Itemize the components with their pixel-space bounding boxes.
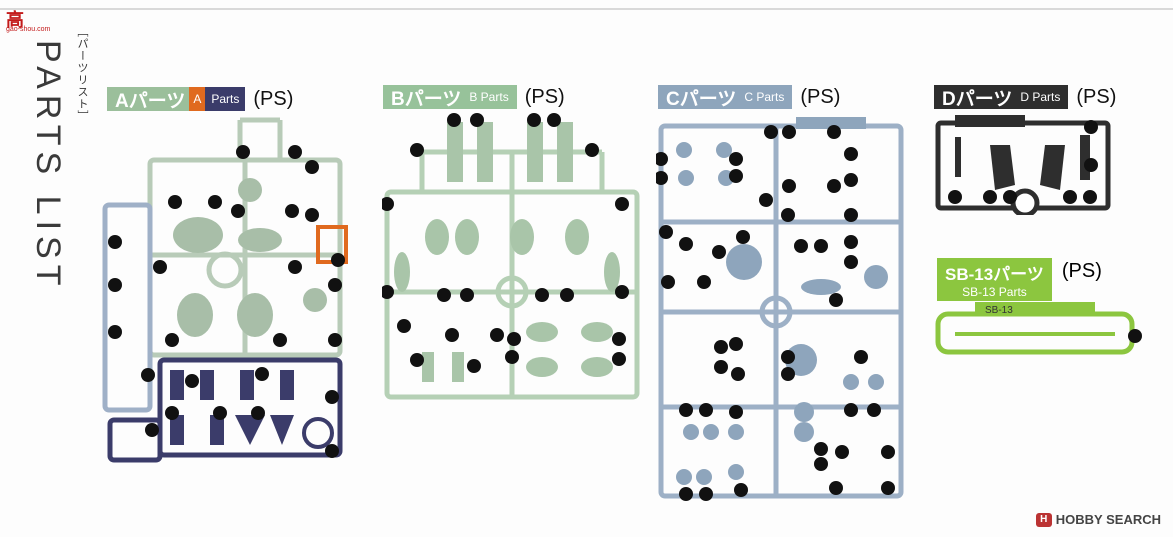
header-c-sub: C Parts	[744, 90, 785, 104]
sprue-d	[935, 115, 1111, 215]
sprue-b	[382, 113, 640, 400]
sprue-d-tag	[955, 115, 1025, 127]
header-d-sub: D Parts	[1020, 90, 1061, 104]
sprue-a	[102, 117, 348, 463]
header-b: Bパーツ B Parts (PS)	[383, 85, 565, 110]
sprue-sb: SB-13	[935, 302, 1142, 355]
header-c-label: Cパーツ	[666, 88, 737, 110]
header-a: Aパーツ A Parts (PS)	[107, 87, 294, 112]
header-sb-ps: (PS)	[1061, 260, 1102, 282]
sprue-sb-tag: SB-13	[985, 305, 1013, 316]
site-logo: 高	[6, 6, 24, 32]
header-c: Cパーツ C Parts (PS)	[658, 85, 841, 110]
header-a-ps: (PS)	[253, 87, 294, 110]
sprue-b-parts	[394, 122, 620, 382]
header-sb-box: SB-13パーツ SB-13 Parts	[937, 258, 1052, 301]
hobby-search-icon: H	[1035, 512, 1052, 527]
sprue-a-left	[102, 202, 153, 413]
footer-text: HOBBY SEARCH	[1055, 512, 1161, 527]
header-a-label: Aパーツ	[107, 87, 190, 112]
header-c-ps: (PS)	[800, 85, 841, 108]
header-a-sub2: Parts	[205, 87, 246, 111]
footer-brand: H HOBBY SEARCH	[1035, 512, 1161, 527]
sprue-sb-number	[1128, 329, 1142, 343]
header-b-box: Bパーツ B Parts	[383, 85, 517, 110]
sprue-a-dark-parts	[170, 370, 334, 449]
sprue-a-dark	[107, 357, 343, 463]
sprue-c-numbers	[656, 125, 895, 501]
header-sb-sub: SB-13 Parts	[962, 285, 1027, 299]
header-a-sub1: A	[189, 87, 206, 111]
header-c-box: Cパーツ C Parts	[658, 85, 793, 110]
header-d-ps: (PS)	[1076, 85, 1117, 108]
page-subtitle: ［パーツリスト］	[76, 26, 88, 122]
logo-text: 高	[6, 10, 24, 30]
sprue-b-numbers	[382, 113, 629, 373]
header-d: Dパーツ D Parts (PS)	[934, 85, 1117, 110]
sprue-c-parts	[676, 142, 888, 485]
sprue-d-parts	[955, 135, 1090, 215]
top-divider	[0, 8, 1173, 10]
sprue-c-tag	[796, 117, 866, 129]
sprue-c	[656, 117, 904, 501]
sprue-a-numbers	[108, 145, 345, 458]
header-d-box: Dパーツ D Parts	[934, 85, 1069, 110]
header-b-label: Bパーツ	[391, 88, 462, 110]
sprue-a-parts	[173, 178, 327, 337]
sprue-sb-tag-box	[975, 302, 1095, 316]
header-b-ps: (PS)	[524, 85, 565, 108]
sprue-d-numbers	[948, 120, 1098, 204]
header-sb: SB-13パーツ SB-13 Parts (PS)	[937, 258, 1102, 301]
header-b-sub: B Parts	[469, 90, 509, 104]
sprue-c-frame	[658, 123, 904, 499]
header-d-label: Dパーツ	[942, 88, 1013, 110]
logo-sub: gao-shou.com	[6, 26, 51, 33]
header-sb-label: SB-13パーツ	[945, 265, 1044, 284]
page-title: PARTS LIST	[29, 40, 67, 292]
